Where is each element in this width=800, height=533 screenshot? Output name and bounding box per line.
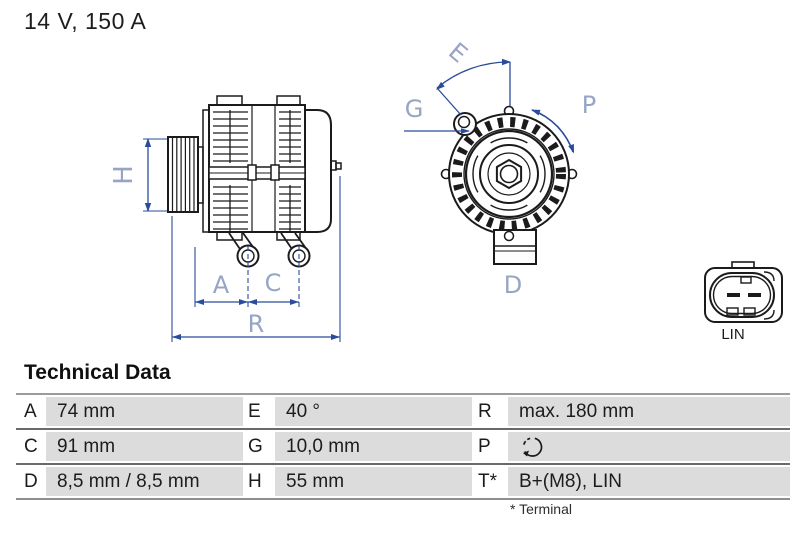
dimension-label-d: D xyxy=(504,271,522,299)
param-value-rotation xyxy=(508,432,790,461)
param-key: A xyxy=(24,400,37,422)
param-value: 55 mm xyxy=(275,467,472,496)
table-footnote: * Terminal xyxy=(510,501,572,517)
table-row: C 91 mm G 10,0 mm P xyxy=(16,428,790,463)
dimension-label-r: R xyxy=(248,310,265,338)
shaft-nut xyxy=(495,158,523,190)
dimension-label-a: A xyxy=(213,271,230,299)
fan-slots xyxy=(452,117,566,231)
dimension-label-p: P xyxy=(582,91,596,119)
side-view-dimension-arrows xyxy=(144,138,340,340)
technical-data-table: A 74 mm E 40 ° R max. 180 mm C 91 mm G 1… xyxy=(16,393,790,500)
connector-pin xyxy=(748,293,761,297)
connector-socket xyxy=(709,272,775,318)
side-view-drawing xyxy=(167,95,342,268)
mounting-lugs xyxy=(228,232,311,268)
dimension-labels: H A C R E G P D xyxy=(109,37,596,338)
param-key: T* xyxy=(478,470,497,492)
connector-label-lin: LIN xyxy=(721,326,744,343)
param-key: D xyxy=(24,470,38,492)
dimension-label-h: H xyxy=(109,165,139,185)
rating-text: 14 V, 150 A xyxy=(24,8,147,34)
dimension-label-e: E xyxy=(443,37,473,68)
table-row: D 8,5 mm / 8,5 mm H 55 mm T* B+(M8), LIN xyxy=(16,463,790,498)
table-row: A 74 mm E 40 ° R max. 180 mm xyxy=(16,395,790,428)
connector-pin xyxy=(727,293,740,297)
angle-e-arc xyxy=(436,61,511,89)
connector-outline xyxy=(704,267,783,323)
param-key: E xyxy=(248,400,261,422)
dimension-label-c: C xyxy=(265,269,282,297)
param-value: 40 ° xyxy=(275,397,472,426)
param-value: B+(M8), LIN xyxy=(508,467,790,496)
bottom-bracket xyxy=(493,229,537,265)
param-value: 74 mm xyxy=(46,397,243,426)
rotation-direction-icon xyxy=(522,437,543,457)
param-key: G xyxy=(248,435,263,457)
param-key: P xyxy=(478,435,491,457)
dimension-label-g: G xyxy=(405,95,424,123)
param-value: max. 180 mm xyxy=(508,397,790,426)
param-key: R xyxy=(478,400,492,422)
table-title: Technical Data xyxy=(24,361,171,384)
param-value: 91 mm xyxy=(46,432,243,461)
front-view-drawing xyxy=(440,105,578,265)
param-key: H xyxy=(248,470,262,492)
mounting-ear-hole xyxy=(457,115,471,129)
cooling-fins xyxy=(213,110,301,231)
technical-drawing: H A C R E G P D LIN xyxy=(109,37,783,343)
param-value: 10,0 mm xyxy=(275,432,472,461)
front-view-dimension-arrows xyxy=(436,58,574,154)
pulley-grooves xyxy=(171,138,195,211)
spoke-gaps xyxy=(473,138,545,210)
param-key: C xyxy=(24,435,38,457)
connector-drawing xyxy=(704,261,783,323)
rear-cover xyxy=(305,109,332,233)
param-value: 8,5 mm / 8,5 mm xyxy=(46,467,243,496)
